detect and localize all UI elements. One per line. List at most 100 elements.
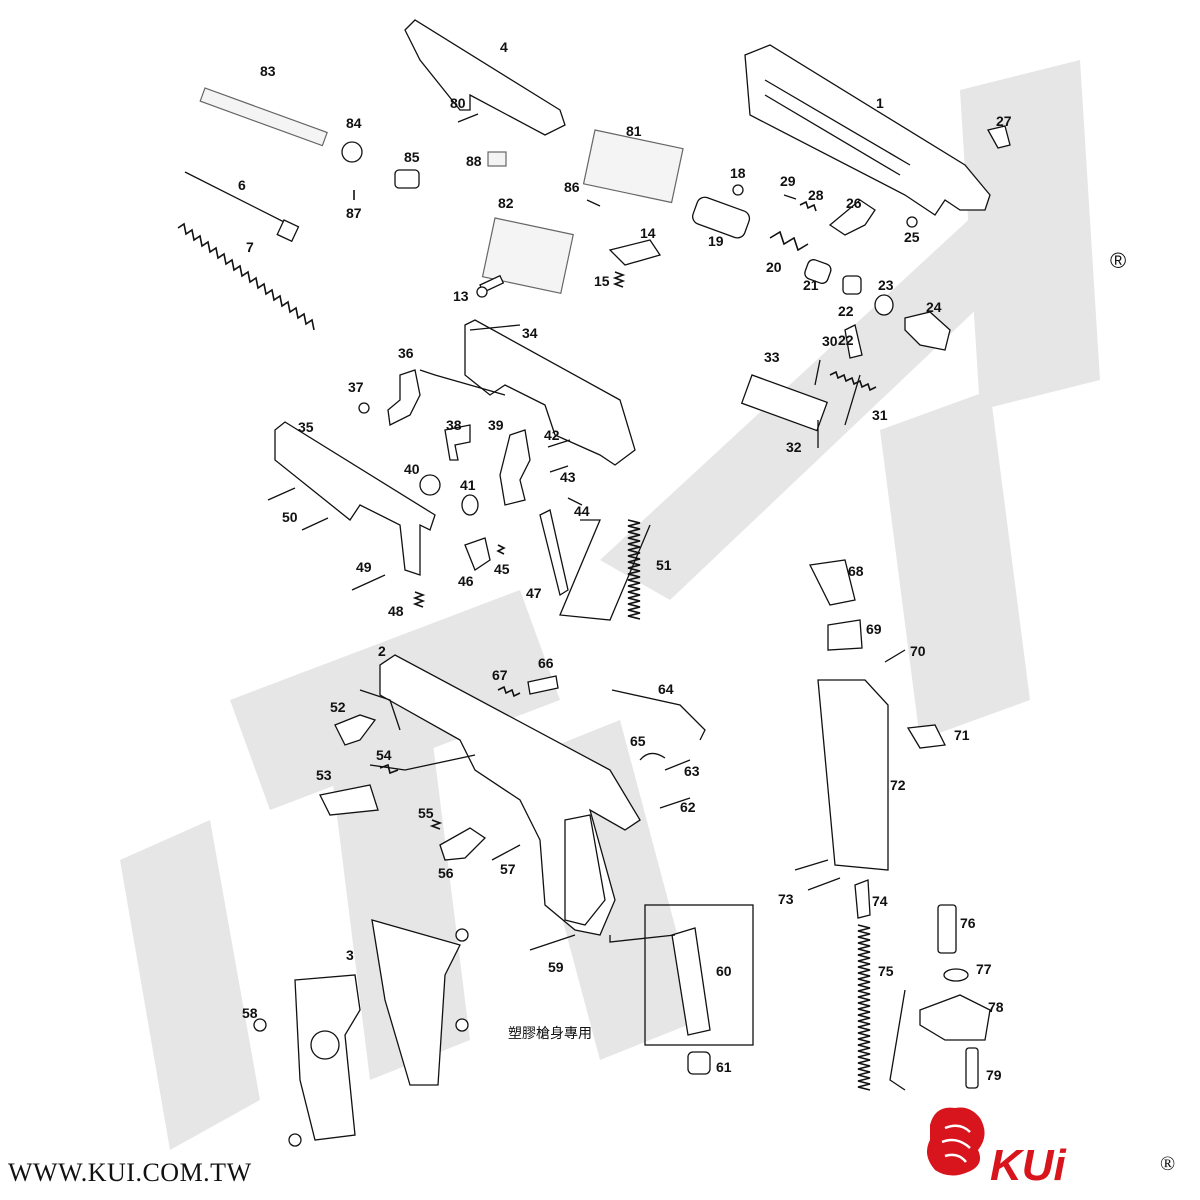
label-88: 88 (466, 153, 482, 169)
part-31-springs (829, 370, 877, 392)
label-41: 41 (460, 477, 476, 493)
label-85: 85 (404, 149, 420, 165)
label-79: 79 (986, 1067, 1002, 1083)
label-33: 33 (764, 349, 780, 365)
label-53: 53 (316, 767, 332, 783)
label-1: 1 (876, 95, 884, 111)
part-81-chamber (582, 129, 684, 204)
part-70-pin (884, 649, 906, 663)
part-66-pin (527, 675, 559, 695)
part-79-screw (965, 1047, 979, 1089)
part-23-cup (874, 294, 894, 316)
label-29: 29 (780, 173, 796, 189)
brand-name: KUi (990, 1141, 1067, 1190)
footer-url[interactable]: WWW.KUI.COM.TW (8, 1158, 252, 1187)
part-77-oring (943, 968, 969, 982)
label-22a: 22 (838, 303, 854, 319)
label-66: 66 (538, 655, 554, 671)
label-61: 61 (716, 1059, 732, 1075)
magazine-inset-box (644, 904, 754, 1046)
part-49-screw (351, 574, 386, 591)
grip-screw-d (455, 1018, 469, 1032)
part-83-inner-barrel (199, 87, 328, 147)
label-78: 78 (988, 999, 1004, 1015)
grip-screw-c (455, 928, 469, 942)
part-45-spring (496, 544, 506, 555)
part-76-tube (937, 904, 957, 954)
label-62: 62 (680, 799, 696, 815)
part-82-chamber (481, 217, 574, 295)
label-51: 51 (656, 557, 672, 573)
part-21-valve (804, 259, 832, 284)
part-48-spring (412, 591, 426, 608)
label-70: 70 (910, 643, 926, 659)
part-88-block (487, 151, 507, 167)
label-75: 75 (878, 963, 894, 979)
label-69: 69 (866, 621, 882, 637)
part-39-hammer (499, 429, 531, 506)
part-50-screw-b (301, 517, 329, 531)
part-1-slide (744, 44, 991, 216)
label-76: 76 (960, 915, 976, 931)
label-50: 50 (282, 509, 298, 525)
part-67-spring (497, 685, 521, 698)
part-80-pin (457, 113, 479, 123)
part-38-part (444, 424, 471, 461)
label-35: 35 (298, 419, 314, 435)
part-7-recoil-spring (177, 222, 315, 331)
grip-panel-right (371, 919, 461, 1086)
label-87: 87 (346, 205, 362, 221)
lion-head-icon (926, 1107, 985, 1176)
label-2: 2 (378, 643, 386, 659)
part-44-pin (567, 497, 583, 506)
part-68-follower (809, 559, 856, 606)
part-29-pin (783, 194, 797, 200)
part-24-cap (904, 311, 951, 351)
label-34: 34 (522, 325, 538, 341)
label-47: 47 (526, 585, 542, 601)
label-59: 59 (548, 959, 564, 975)
label-15: 15 (594, 273, 610, 289)
part-56-part (439, 827, 487, 861)
part-69-base (827, 619, 863, 651)
part-73-pin-b (807, 877, 841, 891)
label-77: 77 (976, 961, 992, 977)
label-14: 14 (640, 225, 656, 241)
label-58: 58 (242, 1005, 258, 1021)
part-27-part (987, 125, 1011, 149)
label-74: 74 (872, 893, 888, 909)
label-18: 18 (730, 165, 746, 181)
part-3-grip-panel (294, 974, 361, 1141)
part-20-spring (769, 230, 809, 252)
part-86-pin (586, 199, 601, 207)
part-59-pin (529, 934, 576, 951)
kui-brand-logo: KUi ® (926, 1107, 1175, 1190)
label-40: 40 (404, 461, 420, 477)
label-43: 43 (560, 469, 576, 485)
part-30-piece (844, 324, 863, 359)
label-44: 44 (574, 503, 590, 519)
part-2-frame (379, 654, 641, 936)
label-71: 71 (954, 727, 970, 743)
label-55: 55 (418, 805, 434, 821)
part-63-pin (664, 759, 691, 771)
label-46: 46 (458, 573, 474, 589)
part-37-spring (358, 402, 370, 414)
label-48: 48 (388, 603, 404, 619)
label-28: 28 (808, 187, 824, 203)
part-40-spring (419, 474, 441, 496)
label-7: 7 (246, 239, 254, 255)
label-86: 86 (564, 179, 580, 195)
label-37: 37 (348, 379, 364, 395)
label-60: 60 (716, 963, 732, 979)
label-52: 52 (330, 699, 346, 715)
label-81: 81 (626, 123, 642, 139)
label-68: 68 (848, 563, 864, 579)
part-19-nozzle (692, 196, 751, 239)
part-43-pin (549, 465, 569, 473)
part-74-part (854, 879, 871, 919)
label-27: 27 (996, 113, 1012, 129)
part-46-part (464, 537, 491, 571)
label-32: 32 (786, 439, 802, 455)
